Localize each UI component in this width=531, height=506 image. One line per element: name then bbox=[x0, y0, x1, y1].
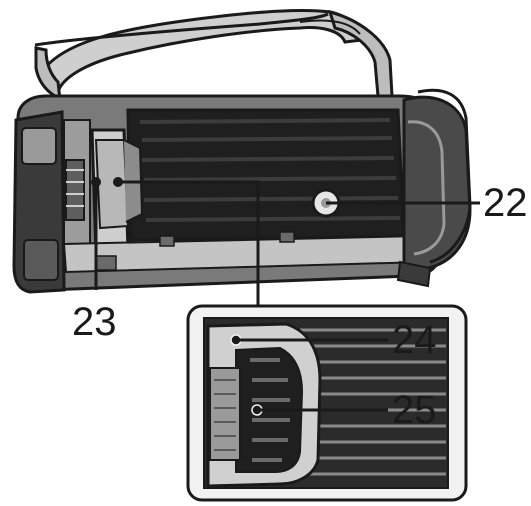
hand-strap bbox=[34, 8, 394, 104]
callout-24: 24 bbox=[392, 318, 437, 362]
callout-23: 23 bbox=[72, 300, 117, 344]
inset-detail-panel bbox=[186, 304, 468, 502]
camcorder-body bbox=[12, 88, 472, 294]
callout-labels: 22 23 24 25 bbox=[72, 181, 528, 432]
callout-25: 25 bbox=[392, 388, 437, 432]
leader-lines bbox=[94, 180, 480, 412]
callout-22: 22 bbox=[483, 181, 528, 225]
